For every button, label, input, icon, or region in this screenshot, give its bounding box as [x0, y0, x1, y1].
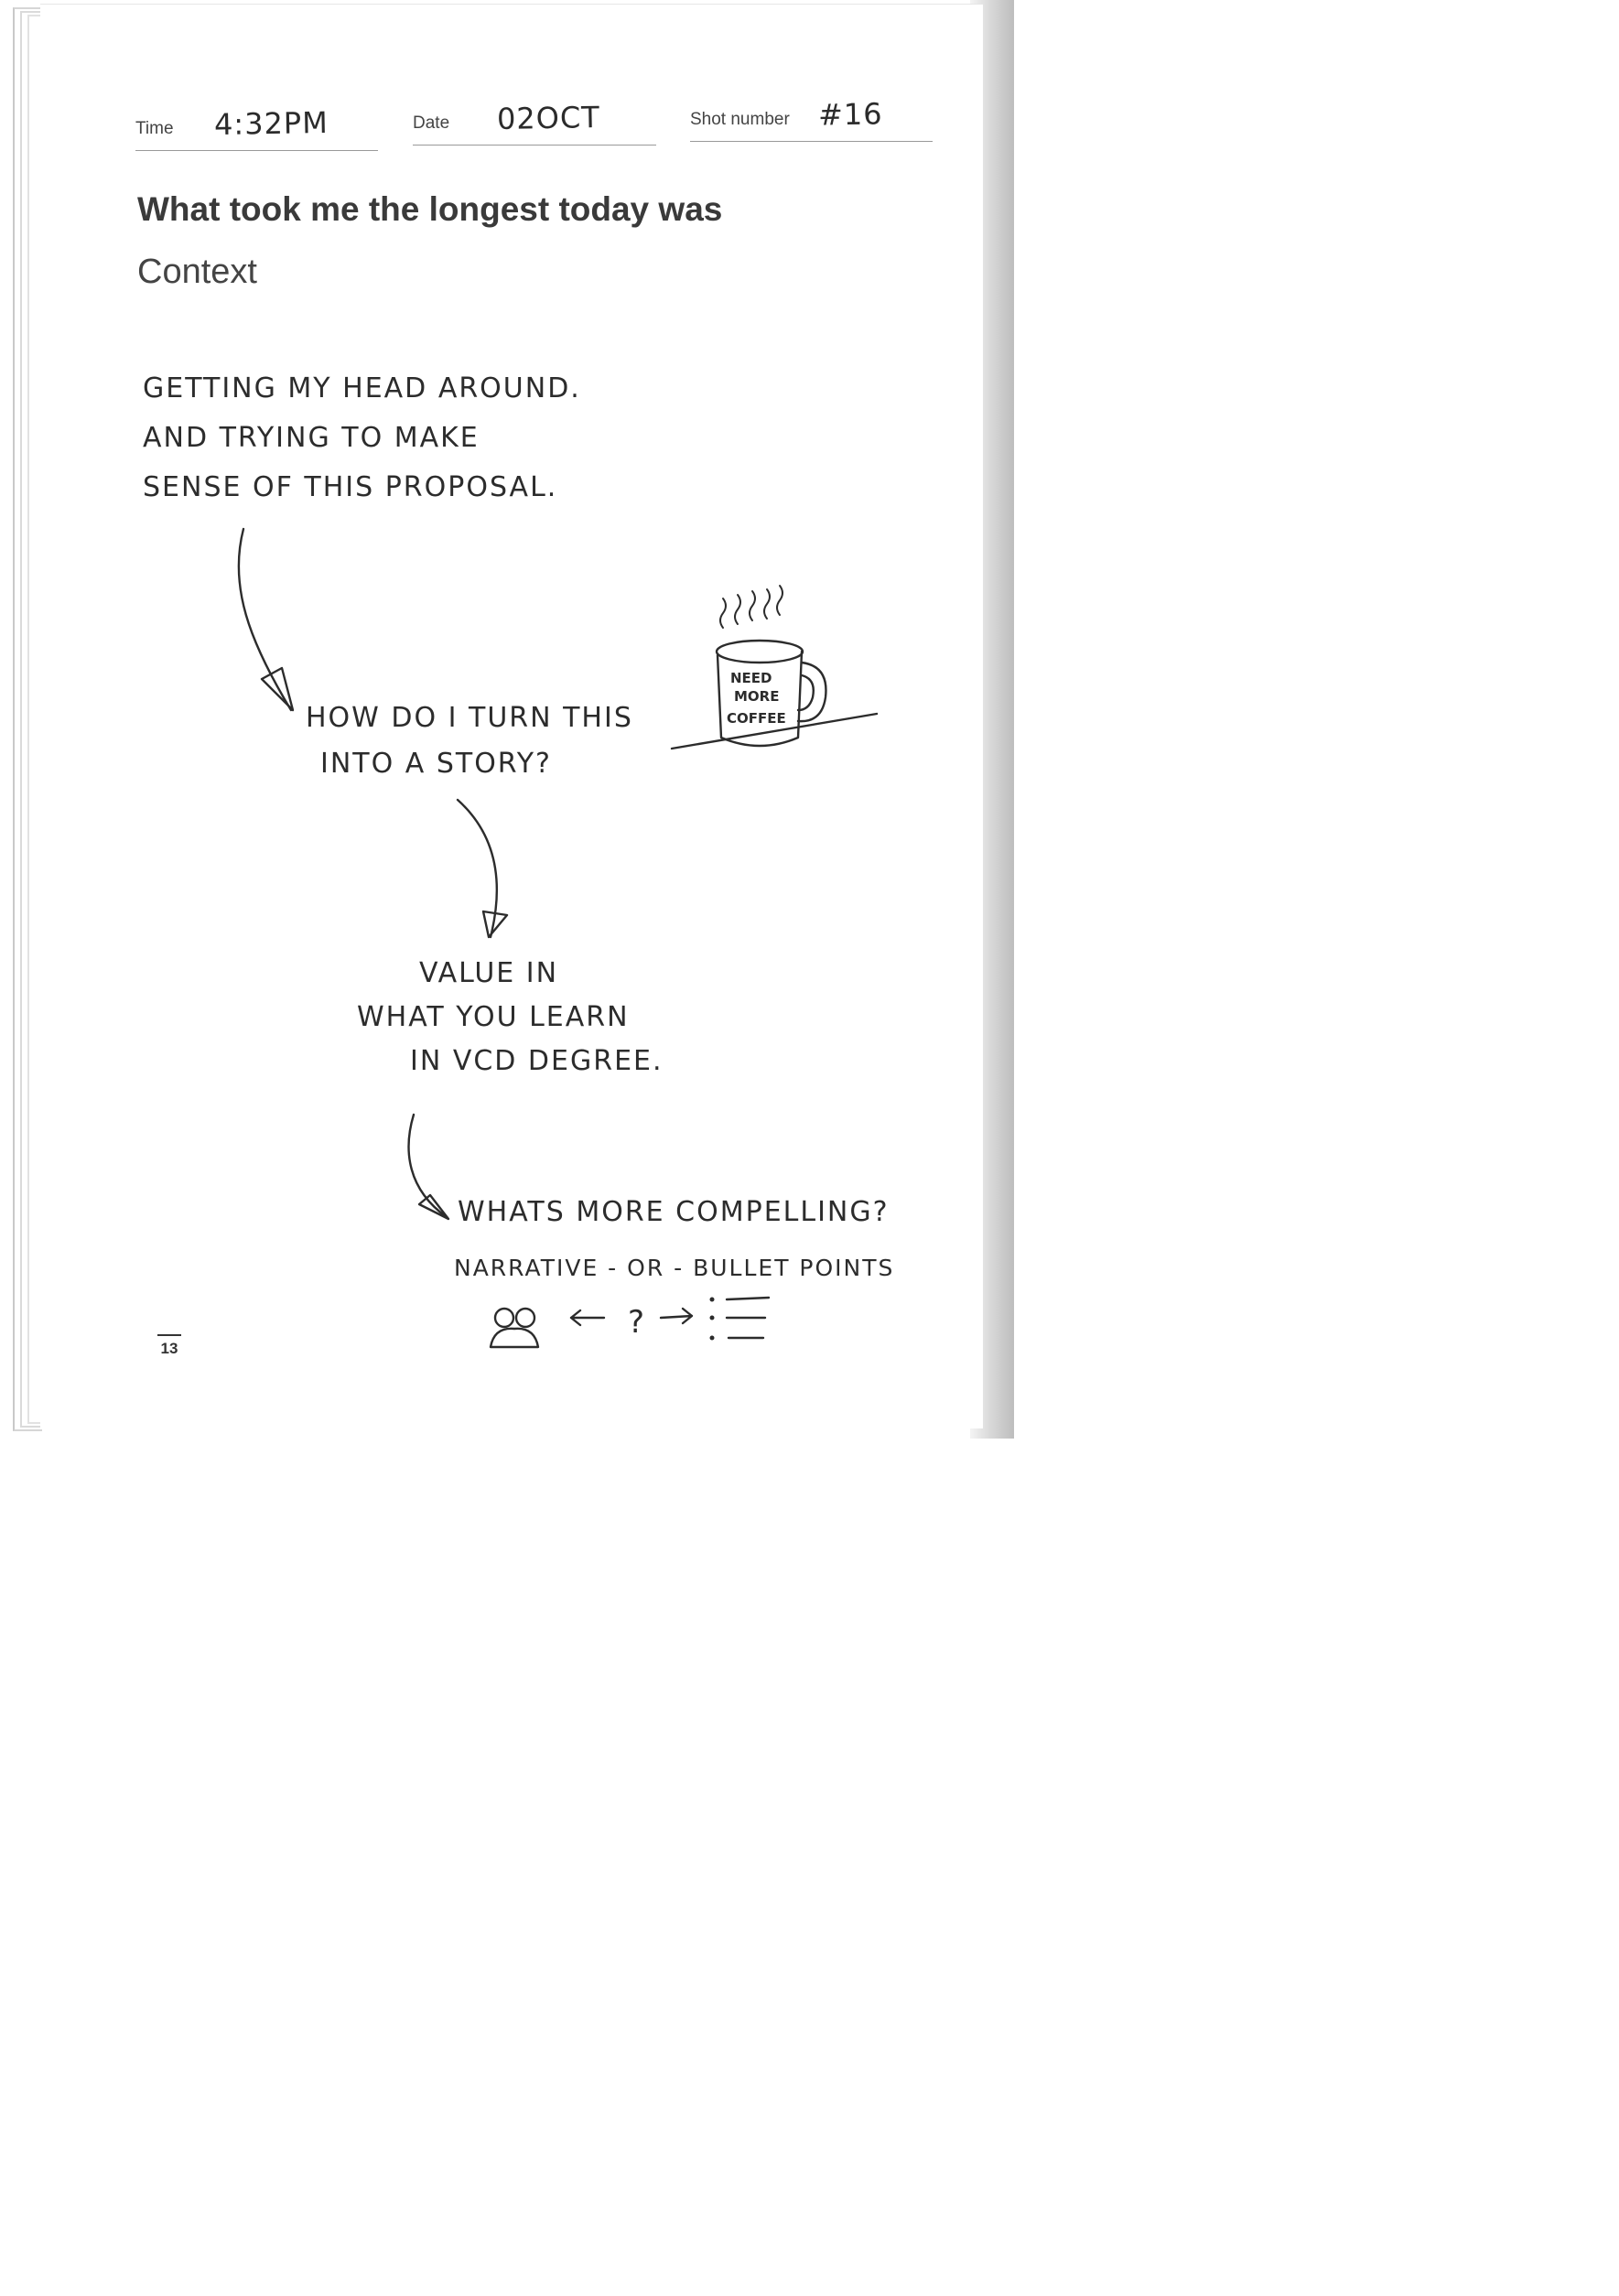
note-fifth: NARRATIVE - OR - BULLET POINTS	[454, 1255, 895, 1281]
question-mark: ?	[628, 1304, 644, 1341]
note-line: WHAT YOU LEARN	[357, 1001, 630, 1033]
time-label: Time	[135, 119, 174, 138]
prompt-subheading: Context	[137, 253, 257, 291]
date-label: Date	[413, 113, 450, 133]
bullet-list-icon	[725, 1296, 771, 1340]
curved-arrow	[407, 1113, 448, 1219]
note-line: GETTING MY HEAD AROUND.	[143, 372, 581, 404]
svg-text:NEED: NEED	[730, 670, 772, 686]
table-line	[670, 712, 879, 750]
left-arrow-icon	[569, 1309, 606, 1327]
page-number: 13	[157, 1334, 181, 1358]
curved-arrow	[237, 527, 293, 712]
note-line: VALUE IN	[419, 957, 559, 989]
arrowhead	[417, 1193, 450, 1221]
note-line: AND TRYING TO MAKE	[143, 422, 480, 454]
svg-text:COFFEE: COFFEE	[727, 710, 786, 727]
shot-number-field: Shot number #16	[690, 93, 933, 142]
note-line: IN VCD DEGREE.	[410, 1045, 664, 1077]
coffee-mug-icon	[715, 639, 827, 748]
right-arrow-icon	[659, 1307, 694, 1325]
note-third: VALUE IN WHAT YOU LEARN IN VCD DEGREE.	[357, 952, 664, 1083]
sketch-layer: ? NEED MORE COFFEE	[237, 527, 879, 1349]
arrowhead	[481, 910, 509, 939]
note-line: HOW DO I TURN THIS	[306, 702, 633, 734]
people-icon	[489, 1307, 540, 1349]
note-fourth: WHATS MORE COMPELLING?	[458, 1196, 890, 1228]
page-stack-edge	[13, 7, 42, 1431]
prompt-heading: What took me the longest today was	[137, 190, 723, 228]
notebook-page	[40, 4, 983, 1428]
note-first: GETTING MY HEAD AROUND. AND TRYING TO MA…	[143, 364, 581, 512]
note-second: HOW DO I TURN THIS INTO A STORY?	[306, 695, 633, 787]
steam-icon	[719, 585, 783, 629]
curved-arrow	[456, 798, 499, 939]
note-line: SENSE OF THIS PROPOSAL.	[143, 471, 558, 503]
note-line: INTO A STORY?	[320, 748, 552, 780]
shot-number-label: Shot number	[690, 110, 790, 129]
time-field: Time 4:32PM	[135, 102, 378, 151]
arrowhead	[260, 666, 295, 712]
page-stack-edge	[20, 11, 49, 1428]
date-field: Date 02OCT	[413, 97, 656, 146]
svg-text:MORE: MORE	[734, 688, 779, 705]
mug-label: NEED MORE COFFEE	[727, 670, 786, 727]
